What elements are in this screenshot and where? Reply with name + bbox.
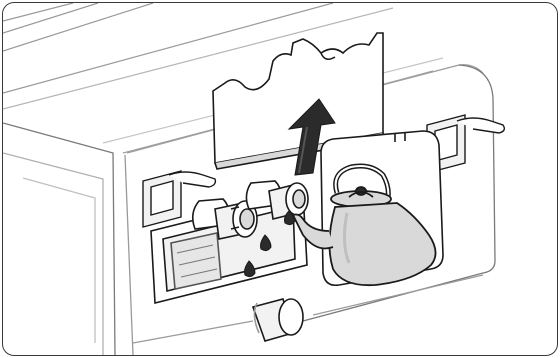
cabinet-front <box>3 123 133 355</box>
drain-pipe <box>253 299 303 341</box>
appliance-illustration <box>3 3 557 355</box>
